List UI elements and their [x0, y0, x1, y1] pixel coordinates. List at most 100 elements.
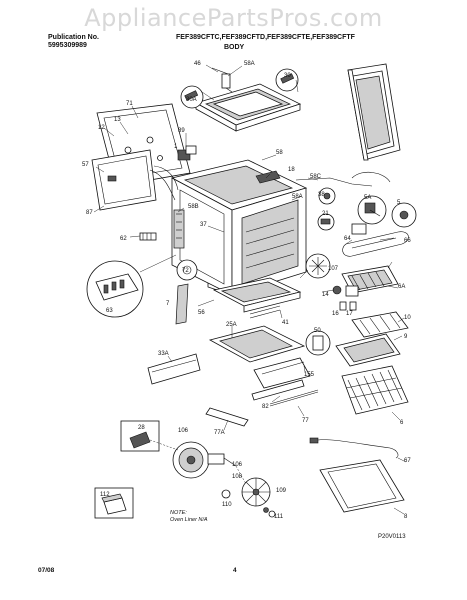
section-title: BODY	[224, 44, 245, 51]
label-16: 16	[332, 311, 339, 317]
label-28: 28	[138, 425, 145, 431]
oven-door-panel	[347, 63, 401, 161]
callout-box-28	[120, 420, 160, 452]
label-155: 155	[304, 372, 315, 378]
label-109: 109	[276, 488, 287, 494]
part-21	[317, 213, 335, 231]
oven-rack	[341, 365, 409, 415]
top-bracket	[211, 67, 233, 93]
label-71: 71	[126, 101, 133, 107]
oven-liner-note: NOTE: Oven Liner N/A	[170, 510, 208, 523]
lower-element-155	[253, 357, 311, 389]
label-38-upper: 38	[318, 192, 325, 198]
label-7: 7	[166, 301, 170, 307]
label-21: 21	[322, 211, 329, 217]
callout-63	[86, 254, 177, 318]
bar-82	[251, 379, 305, 401]
part-number-labels: 46 58A 30 30A 71 12 13 89 57 58B 87 62 1…	[82, 61, 411, 520]
footer-page-number: 4	[233, 567, 237, 574]
callout-hinge-30a	[180, 85, 204, 109]
label-1: 1	[174, 144, 178, 150]
watermark: AppliancePartsPros.com	[84, 4, 383, 32]
part-111	[263, 507, 269, 513]
callout-hinge-30	[275, 68, 299, 92]
note-title: NOTE:	[170, 510, 187, 516]
label-107: 107	[328, 266, 339, 272]
label-112: 112	[100, 492, 110, 498]
broil-pan-insert	[351, 311, 409, 338]
label-64: 64	[344, 236, 351, 242]
label-58a-top: 58A	[244, 61, 255, 67]
label-37: 37	[200, 222, 207, 228]
label-6: 6	[400, 420, 404, 426]
callout-72	[176, 259, 198, 281]
label-58a-mid: 58A	[292, 194, 303, 200]
label-5: 5	[397, 200, 401, 206]
label-106-b: 106	[232, 462, 243, 468]
publication-number: 5995309989	[48, 42, 87, 49]
oven-floor-panel	[319, 459, 405, 513]
label-50: 50	[314, 328, 321, 334]
rod-77	[269, 389, 319, 407]
oven-cavity	[170, 159, 308, 296]
label-5a: 5A	[364, 195, 371, 201]
label-10: 10	[404, 315, 411, 321]
label-46: 46	[194, 61, 201, 67]
publication-label: Publication No.	[48, 34, 99, 41]
part-6a	[345, 285, 359, 297]
label-9: 9	[404, 334, 408, 340]
trim-41	[249, 305, 281, 319]
label-77: 77	[302, 418, 309, 424]
wire-harness	[149, 145, 197, 201]
part-110	[221, 489, 231, 499]
label-58b: 58B	[188, 204, 199, 210]
footer-date: 07/08	[38, 567, 55, 574]
drawer-front	[147, 353, 201, 385]
label-41: 41	[282, 320, 289, 326]
label-87: 87	[86, 210, 93, 216]
clip-62	[139, 232, 157, 241]
part-17	[349, 301, 357, 311]
part-14	[332, 285, 342, 295]
label-72: 72	[182, 268, 189, 274]
label-58: 58	[276, 150, 283, 156]
label-6a: 6A	[398, 284, 405, 290]
label-77a: 77A	[214, 430, 225, 436]
part-7	[175, 283, 189, 325]
strip-77a	[205, 407, 249, 427]
label-33a: 33A	[158, 351, 169, 357]
illustration-code: P20V0113	[378, 534, 406, 540]
label-89: 89	[178, 128, 185, 134]
callout-5	[391, 202, 417, 228]
callout-5a	[357, 195, 387, 225]
fan-blade	[241, 477, 271, 507]
label-111: 111	[274, 514, 284, 520]
label-25a: 25A	[226, 322, 237, 328]
label-8: 8	[404, 514, 408, 520]
oven-bottom-panel	[208, 325, 306, 363]
label-18: 18	[288, 167, 295, 173]
label-110: 110	[222, 502, 232, 508]
label-30: 30	[284, 73, 291, 79]
part-64	[351, 223, 367, 235]
callout-50	[305, 330, 331, 356]
label-30a: 30A	[186, 97, 197, 103]
label-13: 13	[114, 117, 121, 123]
label-62: 62	[120, 236, 127, 242]
side-panel	[91, 149, 157, 211]
label-14: 14	[322, 292, 329, 298]
label-58c: 58C	[310, 174, 322, 180]
label-17: 17	[346, 311, 353, 317]
note-text: Oven Liner N/A	[170, 517, 208, 523]
part-109	[268, 510, 276, 518]
label-106-a: 106	[178, 428, 189, 434]
convection-motor-assembly	[172, 441, 237, 479]
label-56: 56	[198, 310, 205, 316]
oven-top-frame	[194, 83, 302, 132]
label-108: 108	[232, 474, 243, 480]
leader-lines	[93, 64, 407, 515]
label-63: 63	[106, 308, 113, 314]
broil-pan	[335, 333, 401, 367]
convection-fan	[305, 253, 331, 279]
